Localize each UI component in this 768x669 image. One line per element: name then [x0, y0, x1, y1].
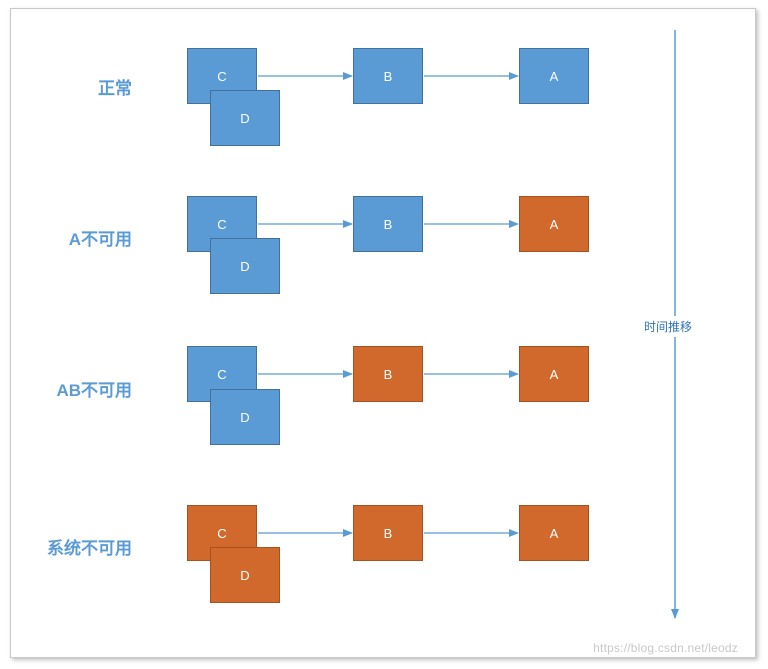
watermark: https://blog.csdn.net/leodz	[593, 641, 738, 655]
row-label: 系统不可用	[47, 539, 132, 558]
node-d: D	[210, 547, 280, 603]
node-b: B	[353, 196, 423, 252]
node-b: B	[353, 505, 423, 561]
row-label: A不可用	[68, 230, 132, 249]
node-a: A	[519, 346, 589, 402]
node-d: D	[210, 90, 280, 146]
node-a: A	[519, 505, 589, 561]
node-d: D	[210, 389, 280, 445]
node-b: B	[353, 48, 423, 104]
node-d: D	[210, 238, 280, 294]
node-a: A	[519, 48, 589, 104]
row-label: 正常	[98, 79, 132, 98]
row-label: AB不可用	[56, 381, 132, 400]
node-b: B	[353, 346, 423, 402]
node-a: A	[519, 196, 589, 252]
time-axis-label: 时间推移	[644, 316, 693, 337]
